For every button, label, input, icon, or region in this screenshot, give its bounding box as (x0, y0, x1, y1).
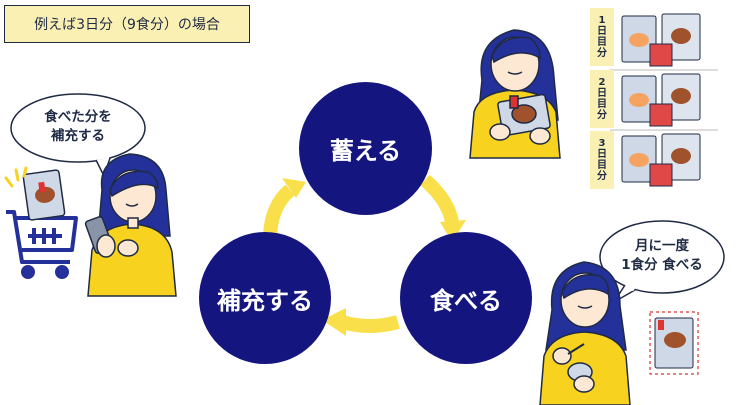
cycle-node-eat-label: 食べる (430, 286, 502, 315)
day-1-char-3: 分 (597, 48, 607, 59)
woman-storing-figure (469, 29, 561, 159)
day-2-food-set-icon (621, 73, 701, 127)
day-2-label: 2 日 目 分 (590, 70, 614, 128)
day-2-char-3: 分 (597, 110, 607, 121)
arrow-head-1 (440, 220, 466, 242)
cycle-node-store: 蓄える (299, 82, 432, 215)
arrow-eat-to-refill (340, 315, 400, 333)
day-2-number: 2 (598, 77, 606, 88)
shopping-cart-icon (6, 210, 78, 279)
cycle-node-eat: 食べる (400, 232, 532, 364)
day-3-number: 3 (598, 138, 606, 149)
cycle-node-refill-label: 補充する (217, 286, 313, 315)
speech-bubble-left-line-2: 補充する (51, 128, 105, 144)
day-1-number: 1 (598, 15, 606, 26)
scenario-tag: 例えば3日分（9食分）の場合 (4, 5, 250, 43)
food-pack-in-cart-icon (22, 169, 66, 221)
day-1-food-set-icon (621, 13, 701, 67)
arrow-store-to-eat (420, 174, 459, 224)
arrow-head-3 (282, 178, 306, 198)
day-1-label: 1 日 目 分 (590, 8, 614, 66)
day-3-food-set-icon (621, 133, 701, 187)
speech-bubble-left-line-1: 食べた分を (44, 109, 112, 125)
single-meal-pack-icon (649, 311, 699, 375)
day-1-char-2: 目 (597, 37, 607, 48)
speech-bubble-left-text: 食べた分を 補充する (22, 108, 134, 146)
sparkle-icon (4, 166, 28, 188)
woman-eating-figure (539, 261, 631, 405)
day-2-char-2: 目 (597, 99, 607, 110)
day-1-char-1: 日 (597, 26, 607, 37)
scenario-tag-text: 例えば3日分（9食分）の場合 (34, 17, 220, 33)
speech-bubble-right-line-2: 1食分 食べる (621, 257, 703, 273)
arrow-head-2 (322, 308, 346, 336)
cycle-node-store-label: 蓄える (329, 137, 402, 165)
day-3-char-3: 分 (597, 171, 607, 182)
day-3-char-2: 目 (597, 160, 607, 171)
woman-shopping-figure (84, 153, 177, 297)
speech-bubble-right-text: 月に一度 1食分 食べる (606, 237, 718, 275)
day-3-label: 3 日 目 分 (590, 131, 614, 189)
cycle-node-refill: 補充する (199, 232, 331, 364)
day-2-char-1: 日 (597, 88, 607, 99)
arrow-refill-to-store (263, 184, 295, 235)
cycle-arrows (263, 174, 459, 333)
day-dividers (610, 69, 718, 131)
speech-bubble-right-line-1: 月に一度 (635, 238, 689, 254)
arrow-heads (282, 178, 466, 336)
day-3-char-1: 日 (597, 149, 607, 160)
